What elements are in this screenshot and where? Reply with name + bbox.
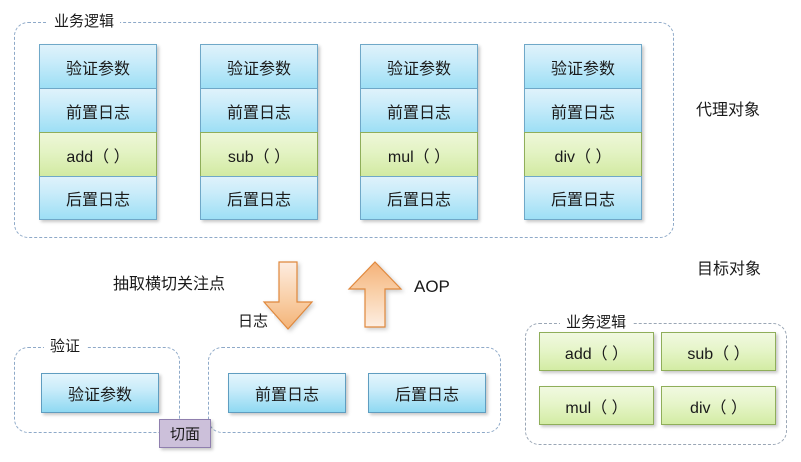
proxy-object-label: 代理对象 (696, 102, 761, 119)
proxy-cell: 后置日志 (200, 176, 318, 220)
log-group-caption: 日志 (232, 314, 275, 329)
proxy-cell: 后置日志 (524, 176, 642, 220)
proxy-column-sub: 验证参数 前置日志 sub（ ） 后置日志 (200, 44, 318, 220)
proxy-cell-method: div（ ） (524, 132, 642, 176)
target-method-sub: sub（ ） (661, 332, 776, 371)
up-arrow (347, 261, 403, 328)
aop-label: AOP (414, 277, 450, 296)
proxy-object-group (14, 22, 674, 238)
proxy-cell: 前置日志 (524, 88, 642, 132)
proxy-group-caption: 业务逻辑 (48, 14, 121, 29)
proxy-cell: 验证参数 (39, 44, 157, 88)
down-arrow (262, 261, 314, 330)
target-object-label: 目标对象 (697, 261, 762, 278)
proxy-cell: 前置日志 (39, 88, 157, 132)
proxy-column-add: 验证参数 前置日志 add（ ） 后置日志 (39, 44, 157, 220)
proxy-cell-method: mul（ ） (360, 132, 478, 176)
validate-aspect-group (14, 347, 180, 433)
proxy-cell: 验证参数 (200, 44, 318, 88)
extract-crosscutting-label: 抽取横切关注点 (113, 276, 226, 293)
advice-box-before-log: 前置日志 (228, 373, 346, 413)
proxy-column-mul: 验证参数 前置日志 mul（ ） 后置日志 (360, 44, 478, 220)
log-aspect-group (208, 347, 501, 433)
target-group-caption: 业务逻辑 (560, 315, 633, 330)
advice-box-validate-params: 验证参数 (41, 373, 159, 413)
target-method-div: div（ ） (661, 386, 776, 425)
proxy-cell-method: sub（ ） (200, 132, 318, 176)
proxy-cell: 验证参数 (360, 44, 478, 88)
proxy-cell: 后置日志 (360, 176, 478, 220)
proxy-cell: 前置日志 (200, 88, 318, 132)
proxy-cell: 前置日志 (360, 88, 478, 132)
proxy-column-div: 验证参数 前置日志 div（ ） 后置日志 (524, 44, 642, 220)
proxy-cell: 验证参数 (524, 44, 642, 88)
proxy-cell-method: add（ ） (39, 132, 157, 176)
target-method-add: add（ ） (539, 332, 654, 371)
target-method-mul: mul（ ） (539, 386, 654, 425)
advice-box-after-log: 后置日志 (368, 373, 486, 413)
aspect-badge: 切面 (159, 419, 211, 448)
validate-group-caption: 验证 (44, 339, 87, 354)
proxy-cell: 后置日志 (39, 176, 157, 220)
target-business-logic-group (525, 323, 787, 445)
